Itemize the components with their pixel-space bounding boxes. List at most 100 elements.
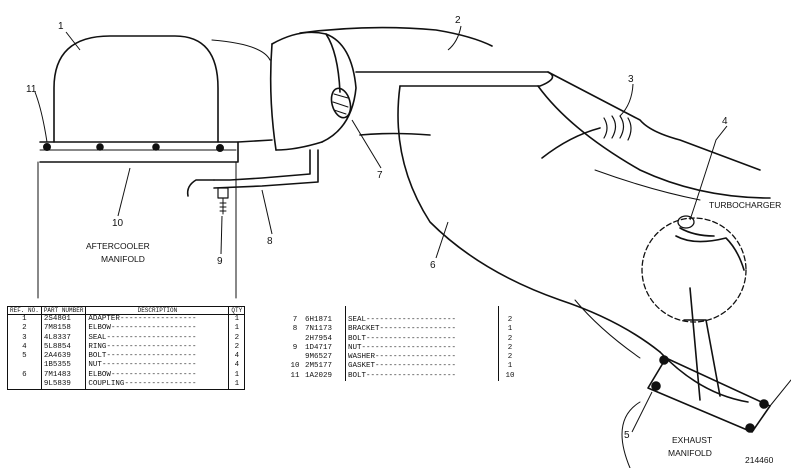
aftercooler-label-2: MANIFOLD [101,254,145,264]
callout-2: 2 [455,15,461,26]
cell-part-number: 7N1173 [303,325,346,335]
leader-dashes: -------------------- [366,316,457,324]
cell-description: NUT--------------------- [85,361,230,371]
cell-ref [7,380,42,390]
leader-dashes: -------------------- [366,371,457,380]
callout-4: 4 [722,116,728,127]
cell-part-number: 7M1483 [41,370,87,381]
cell-description: BOLT-------------------- [345,334,499,344]
table-spacer-row [287,306,521,316]
callout-1: 1 [58,21,64,32]
cell-description: NUT--------------------- [345,343,499,354]
cell-description: ELBOW------------------- [85,324,230,334]
callout-8: 8 [267,236,273,247]
bolt-nut-part [217,187,229,215]
callout-5: 5 [624,430,630,441]
cell-description: SEAL-------------------- [85,333,230,343]
cell-qty: 2 [234,333,240,342]
cell-part-number: 5L8854 [41,342,87,353]
adapter-part [53,35,271,143]
header-ref: REF. NO. [7,306,42,315]
cell-part-number: 2M5177 [303,362,346,372]
cell-part-number: 1D4717 [303,343,346,354]
cell-description: ADAPTER----------------- [85,314,230,325]
table-header-row: REF. NO. PART NUMBER DESCRIPTION QTY [7,306,245,315]
cell-qty: 1 [234,380,240,389]
cell-part-number: 1B5355 [41,361,87,371]
cell-description: RING-------------------- [85,342,230,353]
cell-ref [287,353,303,362]
cell-part-number: 9M6527 [303,353,346,363]
leader-dashes: ---------------- [124,380,197,389]
elbow-part [299,26,554,136]
aftercooler-label: AFTERCOOLER [86,241,150,251]
leader-dashes: ----------------- [379,325,457,334]
leader-dashes: ------------------ [375,362,457,371]
callout-3: 3 [628,74,634,85]
seal-part [541,115,632,159]
cell-qty: 1 [234,324,240,333]
cell-ref: 2 [7,324,42,334]
cell-qty: 10 [505,371,515,380]
leader-dashes: ------------------- [110,370,197,379]
cell-description: COUPLING---------------- [85,380,230,390]
cell-qty: 2 [507,353,513,362]
cell-description: SEAL-------------------- [345,316,499,326]
cell-ref: 1 [7,314,42,325]
cell-part-number: 2H7954 [303,334,346,344]
cell-qty: 2 [507,334,513,343]
cell-ref: 11 [290,371,300,380]
cell-ref: 6 [7,370,42,381]
cell-ref: 10 [290,362,300,371]
header-description: DESCRIPTION [85,306,230,315]
cell-ref: 9 [292,343,298,352]
callout-11: 11 [26,84,37,95]
leader-dashes: --------------------- [361,343,457,352]
cell-ref: 5 [7,352,42,362]
leader-dashes: ------------------ [375,353,457,362]
cell-description: ELBOW------------------- [85,370,230,381]
cell-ref [7,361,42,371]
leader-dashes: --------------------- [101,361,197,370]
cell-part-number: 6H1871 [303,316,346,326]
callout-7: 7 [377,170,383,181]
cell-ref: 7 [292,316,298,324]
cell-qty: 2 [507,343,513,352]
leader-dashes: -------------------- [106,342,197,351]
cell-ref: 3 [7,333,42,343]
cell-qty: 2 [234,342,240,351]
callout-9: 9 [217,256,223,267]
exhaust-elbow-part [397,71,771,403]
cell-description: GASKET------------------ [345,362,499,372]
cell-ref [287,335,303,344]
seal-ring-part [330,87,352,119]
leader-dashes: ----------------- [119,315,197,323]
turbocharger-label: TURBOCHARGER [709,200,781,210]
aftercooler-manifold-flange [37,141,239,299]
turbocharger-ring-part [641,215,747,401]
cell-description: BRACKET----------------- [345,325,499,335]
cell-part-number: 1A2029 [303,371,346,382]
figure-number: 214460 [745,455,774,465]
cell-ref: 4 [7,342,42,353]
bracket-part [186,149,319,197]
cell-qty: 1 [507,362,513,371]
cell-part-number: 4L8337 [41,333,87,343]
callout-6: 6 [430,260,436,271]
